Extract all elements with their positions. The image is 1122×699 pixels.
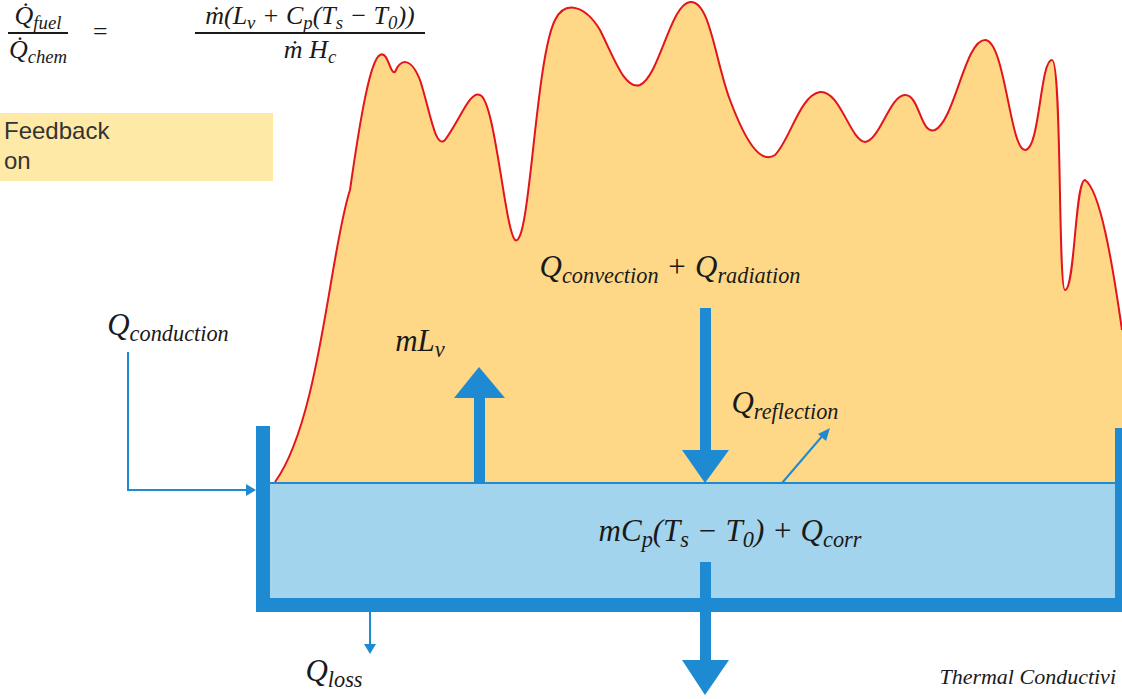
- subscript: fuel: [33, 12, 61, 33]
- flame-region: Qconvection + QradiationmLvQreflection: [275, 0, 1122, 483]
- reflection-label: Qreflection: [731, 384, 838, 426]
- text-run: mL: [395, 323, 435, 358]
- loss-arrow: [364, 644, 376, 654]
- formula-term: ṁ Hc: [284, 34, 336, 69]
- subscript: s: [336, 12, 343, 33]
- text-run: (T: [653, 513, 681, 548]
- reflection-arrow: [782, 434, 824, 483]
- evaporation-label: mLv: [395, 322, 445, 364]
- subscript: p: [642, 527, 653, 552]
- text-run: Thermal Conductivi: [939, 664, 1116, 689]
- text-run: ṁ H: [284, 35, 328, 64]
- text-run: + Q: [659, 249, 718, 284]
- reflection-label-holder: Qreflection: [731, 384, 838, 426]
- conduction-label-holder: Qconduction: [107, 306, 229, 348]
- text-run: ) + Q: [754, 513, 823, 548]
- evaporation-label-holder: mLv: [395, 322, 445, 364]
- conduction-label: Qconduction: [107, 306, 229, 348]
- subscript: corr: [823, 527, 861, 552]
- conduction-arrow: [128, 352, 248, 490]
- subscript: 0: [743, 527, 754, 552]
- text-run: Q: [540, 249, 562, 284]
- text-run: − T: [343, 1, 388, 30]
- text-run: mC: [599, 513, 642, 548]
- subscript: v: [247, 12, 255, 33]
- subscript: loss: [328, 667, 363, 692]
- subscript: conduction: [130, 321, 229, 346]
- formula-term-holder: Q̇fuel: [15, 0, 62, 35]
- text-run: Q: [107, 307, 129, 342]
- text-run: ṁ(L: [205, 1, 247, 30]
- formula-term-holder: Q̇chem: [9, 34, 67, 69]
- subscript: chem: [28, 46, 67, 67]
- text-run: )): [397, 1, 414, 30]
- sensible-heat-label: mCp(Ts − T0) + Qcorr: [599, 512, 862, 554]
- formula-term-holder: ṁ(Lv + Cp(Ts − T0)): [205, 0, 415, 35]
- fraction-bar: [8, 32, 68, 34]
- heat-arrow: [474, 395, 485, 483]
- text-run: Q: [731, 385, 753, 420]
- pan-wall: [256, 426, 270, 612]
- subscript: reflection: [754, 399, 839, 424]
- liquid-pool: mCp(Ts − T0) + Qcorr: [272, 483, 1122, 598]
- conductivity-label: Thermal Conductivi: [939, 664, 1116, 690]
- text-run: Q: [305, 653, 327, 688]
- heat-arrow: [682, 660, 729, 695]
- subscript: radiation: [717, 263, 800, 288]
- heat-arrow: [700, 308, 711, 452]
- loss-arrow: [369, 612, 371, 646]
- formula-term: Q̇fuel: [15, 0, 62, 35]
- flame-fill: [275, 2, 1122, 483]
- formula-sign-holder: =: [91, 16, 109, 47]
- text-run: Q̇: [15, 1, 34, 30]
- pan-bottom: [256, 598, 1122, 612]
- reflection-arrow: [818, 428, 830, 441]
- text-run: Q̇: [9, 35, 28, 64]
- info-box: Feedback on: [0, 113, 273, 181]
- pan-wall: [1115, 428, 1122, 612]
- conductivity-label-holder: Thermal Conductivi: [939, 664, 1116, 690]
- text-run: (T: [313, 1, 336, 30]
- box-text: Feedback on: [4, 116, 109, 176]
- fraction-bar: [195, 32, 425, 34]
- formula-term: Q̇chem: [9, 34, 67, 69]
- subscript: v: [435, 337, 445, 362]
- subscript: convection: [562, 263, 659, 288]
- heat-arrow: [682, 450, 729, 483]
- text-run: + C: [255, 1, 303, 30]
- heat-flux-label-holder: Qconvection + Qradiation: [540, 248, 801, 290]
- text-run: − T: [689, 513, 743, 548]
- liquid-fill: [270, 483, 1122, 598]
- liquid-surface: [270, 482, 1122, 484]
- formula-term-holder: ṁ Hc: [284, 34, 336, 69]
- heat-arrow: [454, 367, 505, 398]
- text-run: Feedback on: [4, 117, 109, 174]
- loss-label: Qloss: [305, 652, 362, 694]
- text-run: =: [91, 17, 109, 46]
- conduction-arrow: [246, 484, 256, 496]
- sensible-heat-label-holder: mCp(Ts − T0) + Qcorr: [599, 512, 862, 554]
- subscript: s: [680, 527, 689, 552]
- flame-outline: [275, 2, 1122, 482]
- loss-label-holder: Qloss: [305, 652, 362, 694]
- subscript: 0: [388, 12, 397, 33]
- subscript: p: [303, 12, 312, 33]
- formula-sign: =: [91, 16, 109, 47]
- heat-arrow: [700, 562, 711, 662]
- subscript: c: [328, 46, 336, 67]
- formula-term: ṁ(Lv + Cp(Ts − T0)): [205, 0, 415, 35]
- heat-flux-label: Qconvection + Qradiation: [540, 248, 801, 290]
